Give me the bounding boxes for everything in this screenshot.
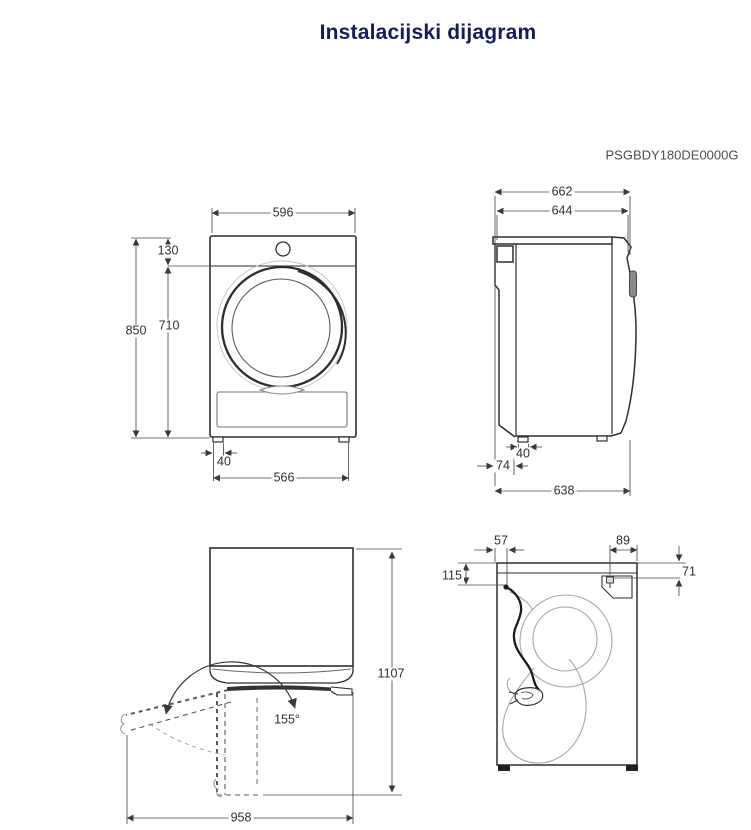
rear-dimension-lines [458,545,686,596]
swing-door-closed [227,685,331,691]
rear-left-foot [498,765,510,771]
rear-plug [514,687,544,706]
front-door-lip [258,385,306,395]
side-front-foot [596,435,608,442]
swing-door-handle [330,686,353,696]
swing-machine-body [209,547,354,667]
dim-front-door-height: 710 [156,318,182,333]
dim-swing-angle: 155° [272,712,302,727]
swing-door-open-155 [120,689,232,756]
side-lid [492,236,613,245]
dim-front-panel-height: 130 [155,243,181,258]
dim-side-top-depth: 644 [549,203,575,218]
side-bottom-front [610,432,622,437]
rear-inlet-box [601,575,633,599]
dim-rear-cable-y: 115 [440,568,464,583]
dim-front-feet-span: 566 [271,470,297,485]
swing-front-seam [211,668,352,674]
door-swing-drawing [120,547,402,824]
dim-rear-inlet-x: 89 [614,533,632,548]
dim-front-foot-width: 40 [215,454,233,469]
side-back-foot [517,436,529,443]
front-right-foot [338,436,350,443]
front-left-foot [212,436,224,443]
rear-inlet-screw [606,576,614,584]
dim-side-base-depth: 638 [551,483,577,498]
side-door-top [611,236,632,259]
swing-front-apron [209,666,354,684]
front-door-inner [231,278,331,378]
side-door-handle [629,270,637,298]
dim-swing-open-width: 958 [228,810,254,825]
front-view-drawing [131,208,357,482]
dim-side-back-offset: 74 [494,458,512,473]
dim-side-foot-width: 40 [514,446,532,461]
rear-right-foot [626,765,638,771]
dim-swing-open-height: 1107 [375,666,407,681]
swing-arc [163,661,297,715]
rear-power-cable [503,584,544,706]
side-back-edge [494,244,516,438]
rear-view-drawing [458,545,686,771]
front-machine-body [209,235,357,438]
front-door-rim [297,270,347,365]
swing-door-open-down [213,693,261,798]
rear-machine-body [496,562,638,766]
dim-side-total-depth: 662 [549,184,575,199]
dim-rear-cable-x: 57 [492,533,510,548]
dim-rear-inlet-y: 71 [680,564,698,579]
front-power-button [275,241,291,257]
side-back-detail [496,245,514,263]
side-view-drawing [477,188,637,496]
dim-front-width: 596 [270,205,296,220]
dim-front-total-height: 850 [123,323,149,338]
model-code: PSGBDY180DE0000G [605,147,739,163]
page-title: Instalacijski dijagram [319,21,537,44]
